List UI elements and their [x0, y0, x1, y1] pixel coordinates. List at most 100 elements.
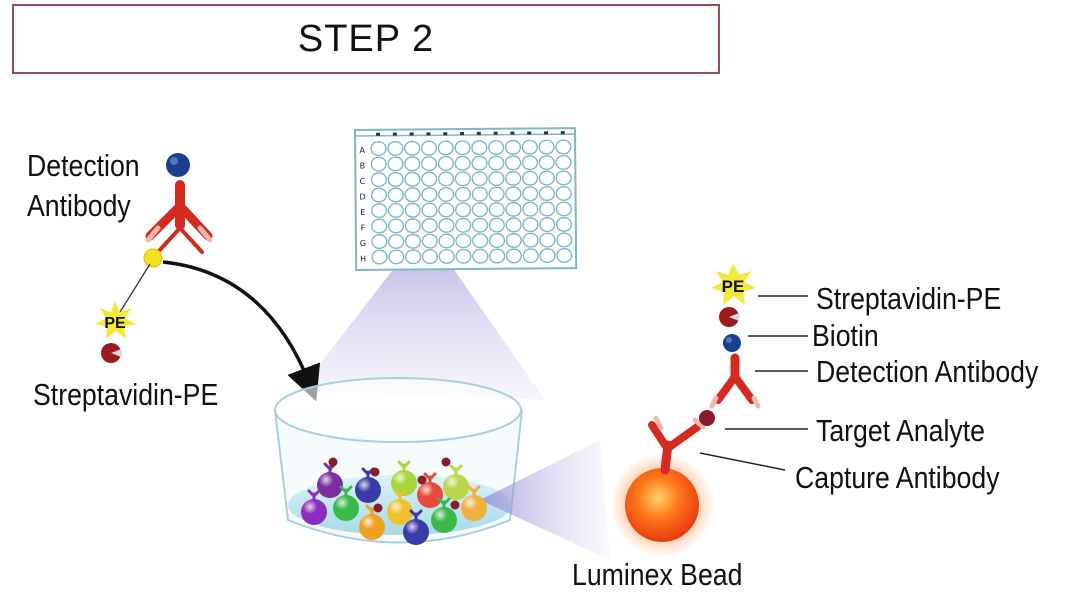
- plate-well: [489, 248, 506, 264]
- plate-well: [388, 249, 405, 265]
- plate-well: [387, 171, 404, 187]
- right-detection-antibody: [709, 353, 761, 409]
- plate-well: [471, 171, 488, 187]
- plate-well: [421, 171, 438, 187]
- luminex-bead-label: Luminex Bead: [572, 557, 743, 592]
- plate-well: [539, 217, 556, 233]
- plate-well: [538, 186, 556, 202]
- plate-well: [371, 249, 388, 265]
- plate-well: [404, 218, 421, 234]
- plate-well: [370, 172, 387, 187]
- plate-column-tick: [392, 132, 397, 136]
- plate-well: [454, 186, 472, 202]
- well-bead-shine: [403, 519, 429, 545]
- left-pe-star: [95, 301, 136, 339]
- plate-well: [454, 140, 471, 156]
- plate-well: [504, 155, 522, 171]
- well-bead-shine: [443, 474, 469, 500]
- plate-well: [472, 233, 489, 249]
- well-analyte-dot: [370, 467, 380, 477]
- plate-row-letter: D: [359, 192, 365, 201]
- leader-capture: [699, 452, 786, 471]
- plate-well: [488, 217, 505, 233]
- plate-well: [404, 156, 421, 172]
- plate-well: [420, 156, 438, 172]
- plate-column-tick: [409, 132, 414, 136]
- right-detection-label: Detection Antibody: [816, 354, 1039, 389]
- plate-well: [522, 201, 539, 217]
- plate-well: [438, 218, 455, 233]
- plate-column-tick: [560, 131, 565, 135]
- well-bead-antibody: [307, 489, 321, 502]
- plate-well: [555, 139, 572, 155]
- plate-well: [556, 232, 573, 248]
- plate-well: [438, 187, 455, 202]
- plate-well: [555, 216, 573, 232]
- plate-well: [387, 187, 404, 203]
- plate-column-tick: [544, 131, 549, 135]
- well-bead-antibody: [423, 472, 437, 485]
- plate-well: [438, 233, 455, 249]
- plate-well: [556, 247, 573, 263]
- well-bead-antibody: [437, 497, 451, 510]
- plate-well: [522, 248, 539, 264]
- plate-row-letter: H: [360, 254, 366, 263]
- plate-well: [471, 217, 489, 233]
- plate-well: [421, 249, 439, 265]
- plate-well: [488, 171, 505, 186]
- well-analyte-dot: [373, 503, 383, 513]
- plate-well: [488, 202, 505, 217]
- target-analyte-ball: [699, 410, 715, 426]
- plate-well: [404, 171, 421, 187]
- plate-well: [454, 171, 471, 187]
- plate-row-letter: A: [359, 146, 365, 155]
- plate-column-tick: [460, 132, 465, 136]
- well-bead-shine: [387, 499, 413, 525]
- well-bead-shine: [391, 470, 417, 496]
- left-detection-antibody: [145, 180, 213, 254]
- plate-well: [471, 202, 488, 218]
- well-analyte-dot: [417, 475, 427, 485]
- step-title: STEP 2: [297, 17, 435, 60]
- plate-well: [438, 249, 455, 264]
- plate-well: [370, 141, 387, 156]
- right-biotin-label: Biotin: [812, 318, 879, 353]
- left-streptavidin-label: Streptavidin-PE: [33, 377, 219, 412]
- plate-row-letter: C: [360, 177, 366, 186]
- plate-well: [421, 202, 438, 218]
- well-bead-shine: [355, 477, 381, 503]
- plate-well: [538, 139, 555, 155]
- right-capture-label: Capture Antibody: [795, 460, 1000, 495]
- well-bead-antibody: [467, 485, 481, 498]
- well-bead-antibody: [409, 509, 423, 522]
- plate-beam: [300, 228, 545, 400]
- plate-well: [421, 218, 438, 234]
- well-beads: [301, 457, 487, 545]
- left-yellow-link: [143, 248, 163, 268]
- well-bead-shine: [333, 495, 359, 521]
- plate-well: [455, 233, 472, 249]
- left-detection-label-2: Antibody: [27, 188, 131, 223]
- well-analyte-dot: [328, 457, 338, 467]
- plate-well: [405, 249, 422, 265]
- plate-well: [521, 170, 539, 186]
- luminex-bead: [625, 468, 699, 542]
- plate-column-tick: [527, 131, 532, 135]
- plate-well: [555, 170, 572, 186]
- left-link-line: [119, 263, 151, 313]
- right-pe-star: [711, 263, 756, 305]
- well-bead-antibody: [339, 485, 353, 498]
- plate-well: [471, 186, 488, 202]
- well-bead-shine: [461, 495, 487, 521]
- plate-well: [404, 187, 421, 203]
- plate-well: [522, 232, 539, 248]
- plate-well: [488, 140, 505, 155]
- well-bead-shine: [301, 499, 327, 525]
- plate-row-letter: G: [360, 239, 366, 248]
- plate-well: [404, 233, 422, 249]
- plate-well: [538, 170, 555, 186]
- plate-well: [387, 202, 405, 218]
- well-bead-shine: [317, 472, 343, 498]
- plate-well: [505, 232, 522, 248]
